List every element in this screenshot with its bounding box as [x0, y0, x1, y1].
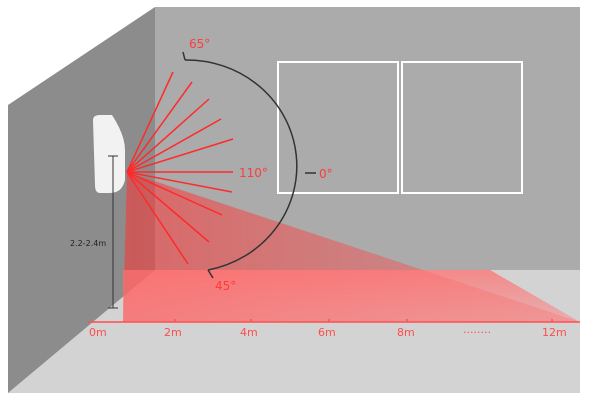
tick-ellipsis: ........	[463, 323, 491, 336]
distance-axis: 0m 2m 4m 6m 8m ........ 12m	[88, 319, 580, 339]
side-wall	[8, 7, 155, 393]
tick-6m: 6m	[318, 326, 336, 339]
detection-rays	[126, 71, 234, 265]
tick-12m: 12m	[542, 326, 567, 339]
tick-2m: 2m	[164, 326, 182, 339]
window	[277, 61, 523, 194]
angle-arc	[184, 59, 298, 271]
tick-0m: 0m	[89, 326, 107, 339]
angle-label-0: 0°	[319, 167, 333, 181]
height-label: 2.2-2.4m	[70, 239, 106, 248]
pir-sensor	[93, 115, 125, 193]
tick-4m: 4m	[240, 326, 258, 339]
angle-label-45: 45°	[215, 279, 236, 293]
height-bracket	[108, 155, 118, 309]
angle-label-110: 110°	[239, 166, 268, 180]
detection-floor-area	[123, 270, 580, 322]
angle-label-65: 65°	[189, 37, 210, 51]
tick-8m: 8m	[397, 326, 415, 339]
